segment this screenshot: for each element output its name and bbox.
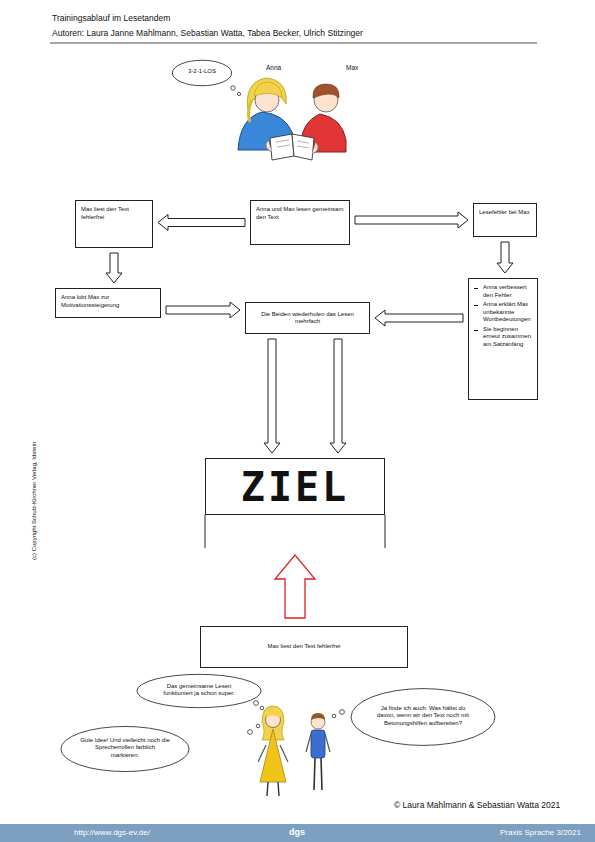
block-arrow [264, 339, 280, 453]
footer-logo: dgs [289, 827, 305, 837]
block-arrow [355, 212, 468, 228]
node-content: Lesefehler bei Max [474, 204, 536, 222]
process-box: Max liest den Text fehlerfrei [75, 200, 153, 248]
block-arrow [497, 242, 513, 273]
footer-copyright: © Laura Mahlmann & Sebastian Watta 2021 [394, 800, 560, 810]
process-box: Lesefehler bei Max [473, 203, 537, 237]
bullet-dash [474, 288, 478, 289]
speech-bubble: 3-2-1-LOS [172, 60, 232, 86]
list-box: Anna verbessert den FehlerAnna erklärt M… [468, 278, 538, 400]
node-content: Max liest den Text fehlerfrei [76, 201, 152, 226]
speech-bubble: Ja finde ich auch. Was hältst du davon, … [350, 688, 496, 746]
block-arrow [106, 253, 122, 283]
goal-text: ZIEL [211, 465, 379, 509]
node-content: Anna lobt Max zur Motivationssteigerung [56, 289, 160, 314]
authors-line: Autoren: Laura Janne Mahlmann, Sebastian… [52, 28, 363, 38]
bubble-ellipse [351, 689, 495, 746]
node-content: Gute Idee! Und vielleicht noch die Sprec… [60, 729, 190, 768]
block-arrow [330, 339, 346, 453]
footer-issue: Praxis Sprache 3/2021 [500, 828, 581, 837]
node-content: Anna und Max lesen gemeinsam den Text [251, 201, 349, 226]
process-box: Die Beiden wiederholen das Lesen mehrfac… [245, 302, 370, 334]
goal-box: ZIEL [205, 458, 385, 515]
node-text: Anna lobt Max zur Motivationssteigerung [61, 294, 155, 309]
talking-children [248, 701, 345, 796]
bubble-ellipse [137, 674, 261, 707]
node-content: ZIEL [206, 460, 384, 514]
person-name: Max [346, 64, 358, 71]
footer-bar [0, 824, 595, 842]
node-text: Ja finde ich auch. Was hältst du davon, … [372, 705, 474, 728]
node-text: Gute Idee! Und vielleicht noch die Sprec… [80, 737, 170, 760]
person-name: Anna [266, 64, 281, 71]
node-text: Anna verbessert den Fehler [483, 284, 532, 299]
node-content: Anna verbessert den FehlerAnna erklärt M… [469, 279, 537, 355]
node-text: 3-2-1-LOS [181, 68, 223, 76]
process-box: Max liest den Text fehlerfrei [200, 626, 408, 668]
copyright-note: (c) Copyright Schulz-Kirchner Verlag, Id… [31, 442, 37, 560]
block-arrow [275, 555, 315, 618]
node-content: Max liest den Text fehlerfrei [201, 638, 407, 656]
node-text: Sie beginnen erneut zusammen am Satzanfa… [483, 326, 532, 349]
bullet-row: Anna erklärt Max unbekannte Wortbedeutun… [474, 301, 532, 324]
block-arrow [375, 310, 463, 326]
node-text: Die Beiden wiederholen das Lesen mehrfac… [251, 311, 364, 326]
speech-bubble: Das gemeinsame Lesen funktioniert ja sch… [136, 674, 262, 708]
goal-bracket [385, 515, 386, 548]
node-text: Das gemeinsame Lesen funktioniert ja sch… [155, 683, 243, 698]
node-content: Ja finde ich auch. Was hältst du davon, … [350, 695, 496, 738]
bullet-row: Sie beginnen erneut zusammen am Satzanfa… [474, 326, 532, 349]
block-arrow [166, 302, 240, 318]
process-box: Anna lobt Max zur Motivationssteigerung [55, 288, 161, 318]
process-box: Anna und Max lesen gemeinsam den Text [250, 200, 350, 245]
goal-bracket [205, 515, 206, 548]
diagram-title: Trainingsablauf im Lesetandem [52, 13, 170, 23]
bullet-dash [474, 330, 478, 331]
reading-children [231, 78, 346, 160]
node-content: 3-2-1-LOS [172, 63, 232, 81]
bubble-ellipse [61, 726, 189, 771]
node-text: Anna erklärt Max unbekannte Wortbedeutun… [483, 301, 532, 324]
speech-bubble: Gute Idee! Und vielleicht noch die Sprec… [60, 726, 190, 772]
bubble-ellipse [172, 60, 231, 85]
node-text: Max liest den Text fehlerfrei [206, 643, 402, 651]
node-text: Anna und Max lesen gemeinsam den Text [256, 206, 344, 221]
node-content: Das gemeinsame Lesen funktioniert ja sch… [136, 677, 262, 704]
bullet-dash [474, 305, 478, 306]
bullet-row: Anna verbessert den Fehler [474, 284, 532, 299]
node-content: Die Beiden wiederholen das Lesen mehrfac… [246, 306, 369, 331]
node-text: Max liest den Text fehlerfrei [81, 206, 147, 221]
footer-url: http://www.dgs-ev.de/ [74, 828, 150, 837]
header-rule [50, 43, 537, 44]
node-text: Lesefehler bei Max [479, 209, 531, 217]
block-arrow [158, 215, 245, 231]
